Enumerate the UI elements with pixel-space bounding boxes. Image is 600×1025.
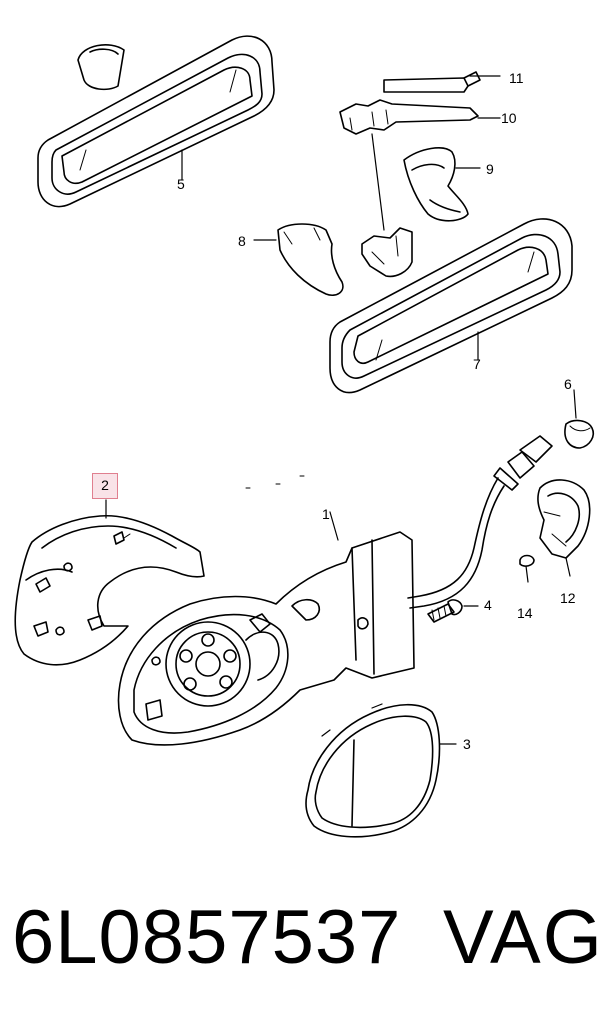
interior-mirror-part-5 [37,35,275,208]
part-number: 6L0857537 [12,895,402,980]
screw-part-14 [519,554,535,583]
decorative-dots [245,475,305,489]
callout-8: 8 [238,233,246,249]
interior-mirror-part-7 [329,218,573,394]
callout-6: 6 [564,376,572,392]
mirror-cap-part-2 [14,499,205,666]
wiring-harness [407,435,553,609]
cover-cap-part-9 [403,147,481,222]
cover-shell-part-8 [253,223,344,297]
callout-11: 11 [509,70,524,86]
callout-9: 9 [486,161,494,177]
callout-10: 10 [501,110,517,126]
cover-strip-part-11 [383,71,501,93]
callout-12: 12 [560,590,576,606]
exterior-mirror-housing-part-1 [117,511,415,746]
callout-3: 3 [463,736,471,752]
exploded-parts-diagram [14,35,595,838]
callout-14: 14 [517,605,533,621]
callout-5: 5 [177,176,185,192]
callout-4: 4 [484,597,492,613]
brand-label: VAG [443,895,600,980]
clip-holder-part-12 [537,479,591,577]
callout-2: 2 [101,477,109,493]
mounting-bracket-part-10 [339,99,501,231]
callout-2-highlight[interactable]: 2 [92,473,118,499]
clip-fitting [361,227,413,278]
callout-7: 7 [473,356,481,372]
bolt-part-4 [427,599,479,623]
mirror-glass-part-3 [305,703,457,838]
callout-1: 1 [322,506,330,522]
footer: 6L0857537 VAG [0,893,600,983]
bulb-socket-part-6 [564,389,595,449]
